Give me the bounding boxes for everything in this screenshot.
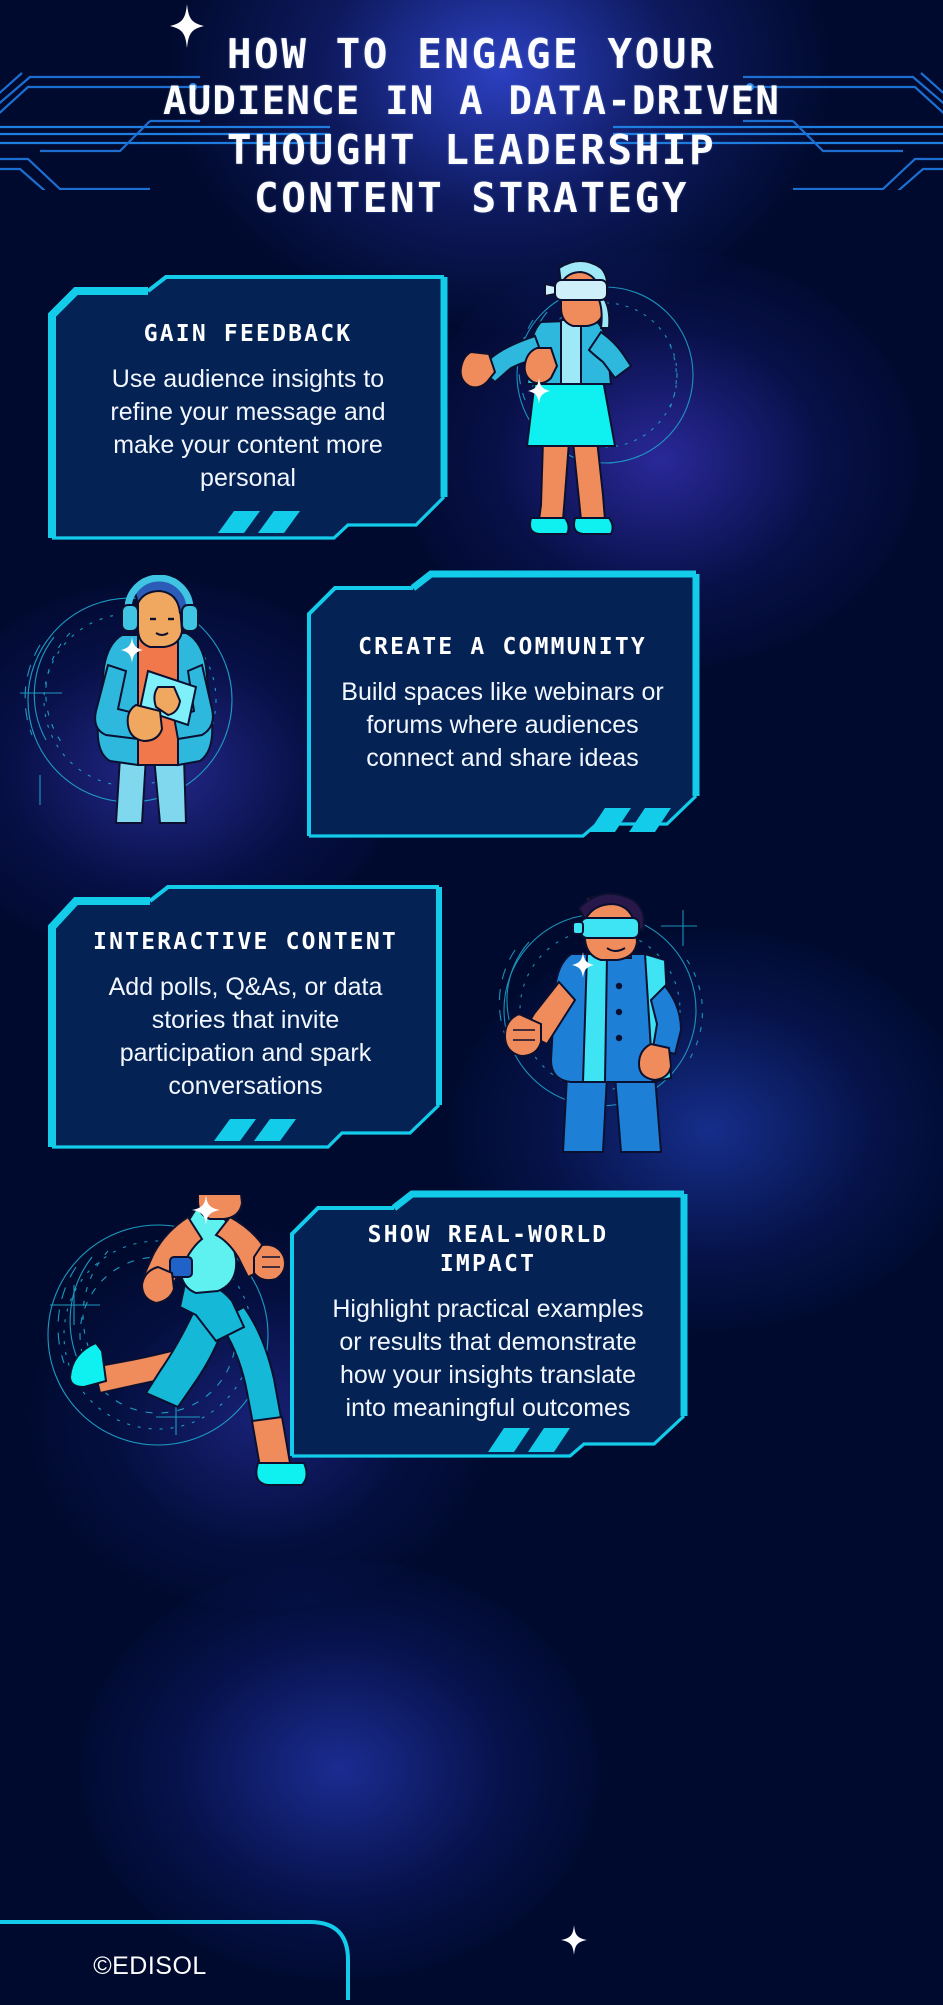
copyright-credit: ©EDISOL <box>93 1952 207 1980</box>
man-headphones-tablet-icon <box>20 575 233 824</box>
card-show-real-world-impact: SHOW REAL-WORLD IMPACT Highlight practic… <box>288 1190 688 1460</box>
card-frame <box>307 570 700 838</box>
header: HOW TO ENGAGE YOUR AUDIENCE IN A DATA-DR… <box>0 0 943 245</box>
card-title: GAIN FEEDBACK <box>143 321 353 347</box>
man-vr-headset-backpack-icon <box>498 892 703 1153</box>
card-title: CREATE A COMMUNITY <box>358 634 647 660</box>
circuit-lines-left-icon <box>0 72 330 190</box>
card-title: SHOW REAL-WORLD IMPACT <box>367 1222 609 1277</box>
title-line-2: AUDIENCE IN A DATA-DRIVEN <box>163 79 780 124</box>
title-line-1: HOW TO ENGAGE YOUR <box>226 30 717 78</box>
card-interactive-content: INTERACTIVE CONTENT Add polls, Q&As, or … <box>48 885 443 1150</box>
card-text: Highlight practical examples or results … <box>332 1295 644 1422</box>
woman-running-icon <box>47 1195 308 1486</box>
woman-vr-headset-gesturing-icon <box>459 260 694 535</box>
title-line-4: CONTENT STRATEGY <box>254 174 689 222</box>
sparkle-star-icon <box>170 4 204 48</box>
card-frame <box>290 1190 688 1458</box>
sparkle-star-icon <box>561 1925 587 1955</box>
card-text: Use audience insights to refine your mes… <box>110 365 386 492</box>
page-title: HOW TO ENGAGE YOUR AUDIENCE IN A DATA-DR… <box>0 30 943 222</box>
footer-frame <box>0 1920 350 2000</box>
card-gain-feedback: GAIN FEEDBACK Use audience insights to r… <box>48 275 448 540</box>
card-text: Build spaces like webinars or forums whe… <box>341 678 664 772</box>
card-frame <box>48 275 448 540</box>
title-line-3: THOUGHT LEADERSHIP <box>226 126 717 174</box>
card-frame <box>48 885 442 1149</box>
card-text: Add polls, Q&As, or data stories that in… <box>108 973 383 1100</box>
card-create-a-community: CREATE A COMMUNITY Build spaces like web… <box>305 570 700 840</box>
footer: ©EDISOL <box>0 1880 943 2000</box>
circuit-lines-right-icon <box>613 72 943 190</box>
card-title: INTERACTIVE CONTENT <box>93 929 398 955</box>
